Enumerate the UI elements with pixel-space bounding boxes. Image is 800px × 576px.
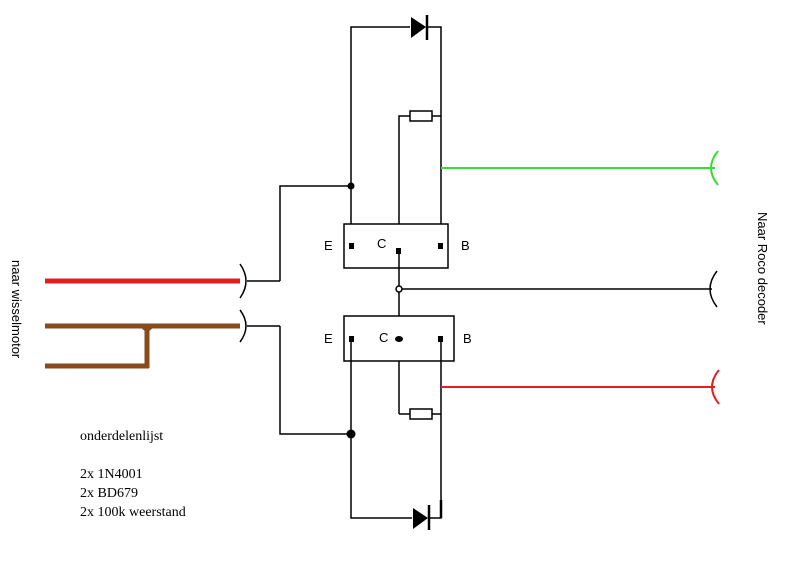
junction-bottom-emitter (346, 429, 356, 439)
left-connector-top (239, 263, 247, 299)
parts-list-title: onderdelenlijst (80, 429, 164, 444)
collector-junction (395, 285, 403, 293)
label-naar-wisselmotor: naar wisselmotor (9, 260, 24, 359)
transistor-top-label-e: E (324, 238, 333, 253)
right-connector-bottom (711, 369, 720, 405)
parts-list-spacer (80, 446, 186, 465)
transistor-top-pin-e (349, 243, 354, 249)
transistor-bottom-label-c: C (379, 330, 388, 345)
transistor-bottom-pin-c (395, 336, 403, 342)
wire-bottom-diode-loop-left (350, 342, 412, 519)
resistor-top (409, 110, 433, 122)
right-connector-middle (709, 270, 718, 308)
transistor-bottom-pin-b (438, 336, 443, 342)
diode-bottom (413, 500, 443, 530)
transistor-top (343, 223, 449, 269)
transistor-bottom-label-b: B (463, 331, 472, 346)
resistor-bottom (409, 408, 433, 420)
parts-list-item-transistors: 2x BD679 (80, 486, 138, 501)
junction-top-emitter (347, 182, 355, 190)
parts-list-item-diodes: 2x 1N4001 (80, 467, 143, 482)
diode-top (411, 15, 429, 40)
brown-junction-dot (139, 326, 155, 333)
transistor-top-pin-b (438, 243, 443, 249)
transistor-top-label-c: C (377, 236, 386, 251)
transistor-bottom-label-e: E (324, 331, 333, 346)
wire-top-resistor (398, 115, 410, 245)
transistor-bottom-pin-e (349, 336, 354, 342)
transistor-top-pin-c (396, 248, 401, 254)
wire-top-diode-loop-left (350, 26, 410, 245)
wire-motor-to-bottom-emitter (279, 326, 351, 435)
left-connector-bottom (239, 309, 247, 343)
wire-motor-to-top-emitter (279, 185, 351, 281)
wire-bottom-diode-loop-right (429, 342, 442, 519)
parts-list-item-resistors: 2x 100k weerstand (80, 505, 186, 520)
parts-list: onderdelenlijst 2x 1N4001 2x BD679 2x 10… (80, 427, 186, 522)
right-connector-top (710, 150, 719, 186)
label-naar-roco-decoder: Naar Roco decoder (755, 212, 770, 325)
wire-top-diode-loop-right (427, 26, 442, 245)
transistor-top-label-b: B (461, 238, 470, 253)
